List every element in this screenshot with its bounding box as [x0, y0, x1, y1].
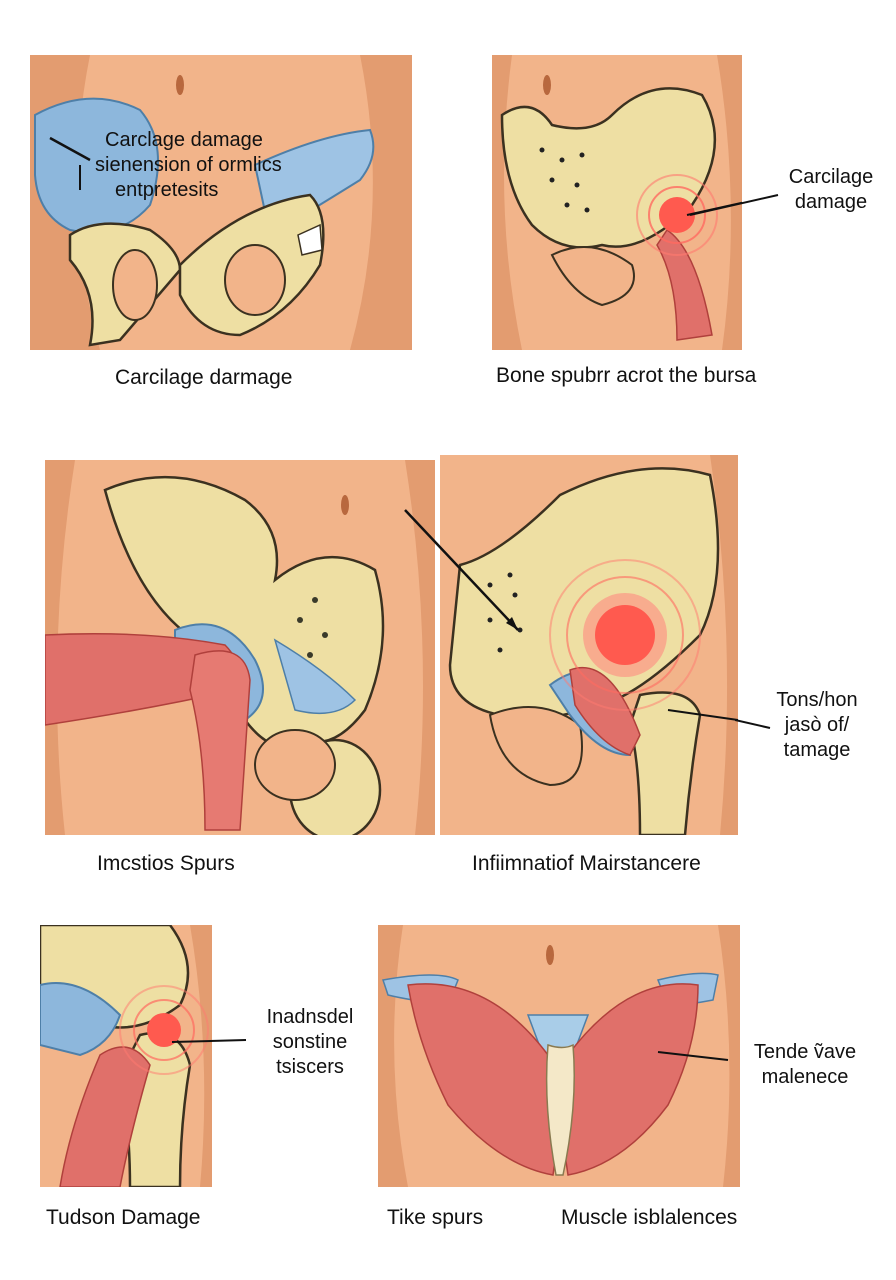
navel	[543, 75, 551, 95]
callout-line: Tende ṽave	[753, 1041, 857, 1063]
panel-bone-spurs-bursa	[492, 55, 742, 350]
callout-line: entpretesits	[115, 179, 219, 201]
muscle	[59, 1046, 151, 1187]
callout-panel-5: Inadnsdel sonstine tsiscers	[250, 1005, 370, 1080]
caption-panel-5: Tudson Damage	[46, 1206, 201, 1229]
caption-panel-1: Carcilage darmage	[115, 366, 293, 389]
caption-panel-2: Bone spubrr acrot the bursa	[496, 364, 757, 387]
cartilage	[40, 982, 122, 1057]
groin-muscle-illustration	[378, 925, 740, 1187]
pelvis-illustration-4	[440, 455, 738, 835]
callout-line: Carclage damage	[105, 129, 263, 151]
callout-line: sonstine	[272, 1031, 348, 1053]
callout-panel-2: Carcilage damage	[772, 165, 890, 215]
pelvis-illustration-2	[492, 55, 742, 350]
callout-arrow	[657, 1051, 729, 1061]
navel	[176, 75, 184, 95]
callout-line: Carcilage	[788, 166, 874, 188]
inflammation-spot	[659, 197, 695, 233]
callout-panel-4: Tons/hon jasò of/ tamage	[762, 688, 872, 763]
adductor-muscle-right	[562, 983, 699, 1176]
panel-inflammation	[440, 455, 738, 835]
callout-line: Inadnsdel	[266, 1006, 354, 1028]
callout-arrow	[404, 509, 519, 631]
panel-tudson-damage	[40, 925, 212, 1187]
adductor-muscle-left	[407, 983, 558, 1176]
callout-line: sienension of ormlics	[95, 154, 282, 176]
callout-arrow-extension	[210, 1039, 247, 1042]
inflammation-spot	[147, 1013, 181, 1047]
inflammation-spot	[595, 605, 655, 665]
muscle	[189, 650, 251, 831]
callout-line: jasò of/	[784, 714, 850, 736]
callout-line: Tons/hon	[776, 689, 858, 711]
hip-illustration-5	[40, 925, 212, 1187]
navel	[341, 495, 349, 515]
navel	[546, 945, 554, 965]
caption-panel-4: Infiimnatiof Mairstancere	[472, 852, 701, 875]
callout-arrow	[49, 136, 91, 162]
callout-line: tsiscers	[276, 1056, 344, 1078]
callout-panel-1: Carclage damage sienension of ormlics en…	[85, 128, 325, 203]
panel-imcstios-spurs	[45, 460, 435, 835]
callout-panel-6: Tende ṽave malenece	[735, 1040, 875, 1090]
callout-line: malenece	[761, 1066, 849, 1088]
femur	[628, 691, 702, 835]
callout-arrow-extension	[735, 719, 771, 729]
callout-line: damage	[794, 191, 868, 213]
panel-cartilage-damage	[30, 55, 412, 350]
pelvis-illustration-1	[30, 55, 412, 350]
caption-panel-3: Imcstios Spurs	[97, 852, 235, 875]
callout-arrow-extension	[690, 194, 779, 216]
panel-muscle-imbalances	[378, 925, 740, 1187]
caption-panel-7: Muscle isblalences	[561, 1206, 738, 1229]
muscle	[569, 666, 641, 756]
callout-line: tamage	[783, 739, 851, 761]
caption-panel-6: Tike spurs	[387, 1206, 484, 1229]
muscle	[656, 228, 713, 341]
cartilage-left	[34, 97, 159, 234]
pelvis-illustration-3	[45, 460, 435, 835]
